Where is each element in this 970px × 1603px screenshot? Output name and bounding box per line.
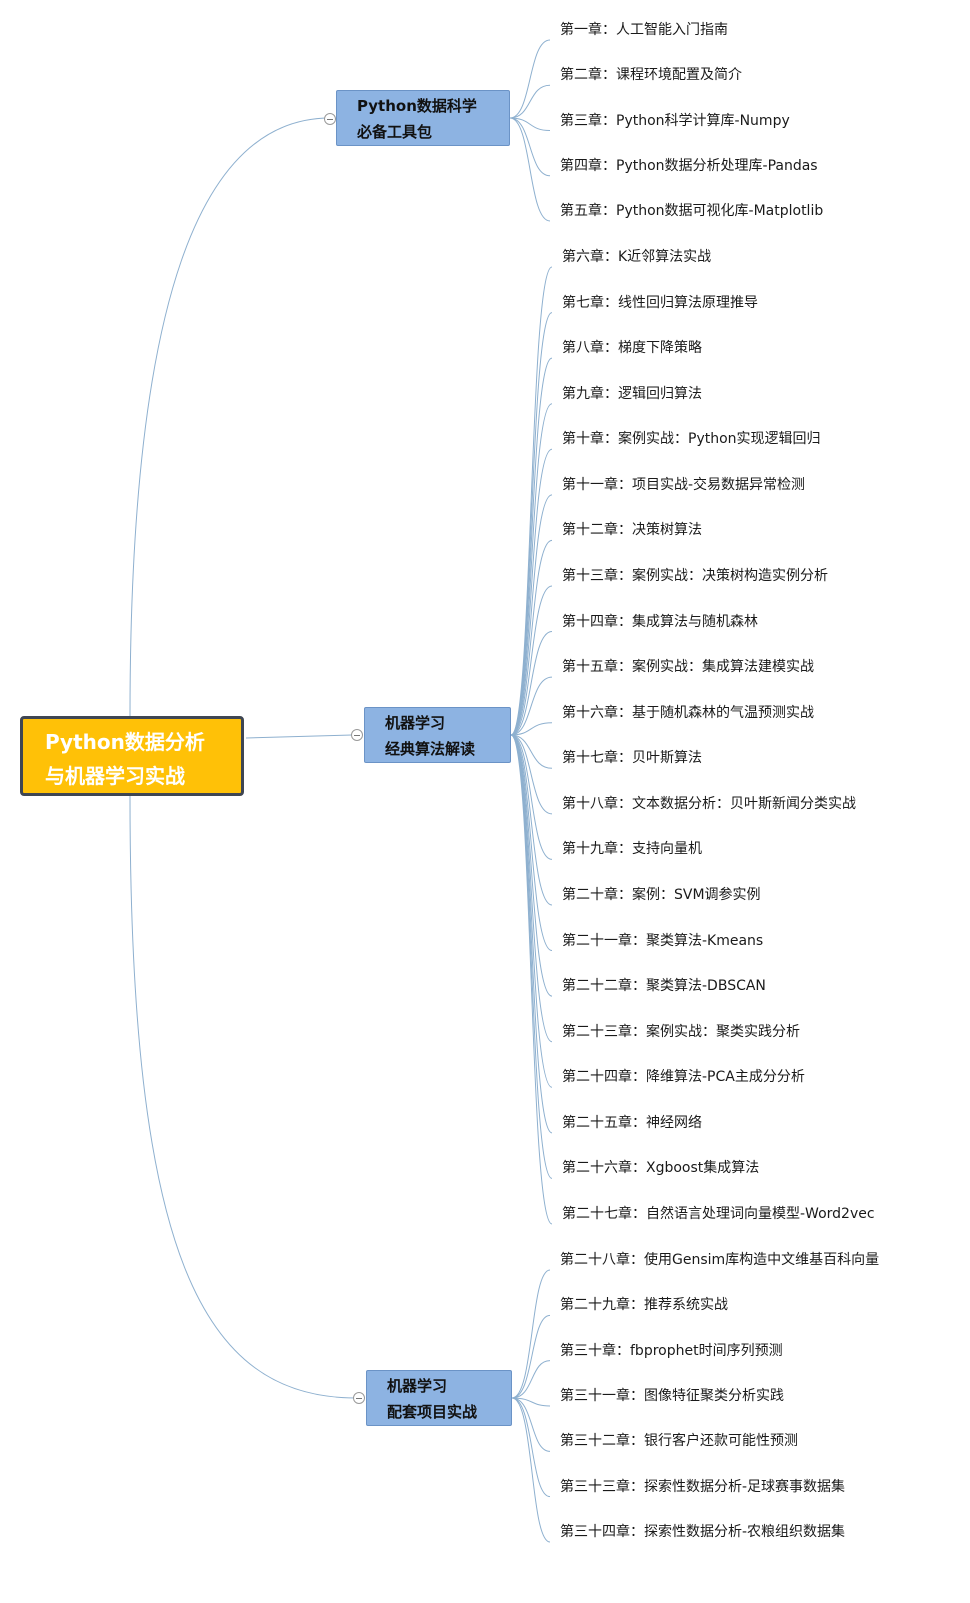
connector-line [129, 117, 331, 717]
chapter-item[interactable]: 第十二章：决策树算法 [562, 522, 702, 539]
branch-python-toolkit[interactable]: Python数据科学 必备工具包 [336, 90, 510, 146]
collapse-icon[interactable] [324, 113, 336, 125]
connector-line [245, 734, 353, 739]
chapter-item[interactable]: 第三十三章：探索性数据分析-足球赛事数据集 [560, 1478, 846, 1495]
connector-line [510, 734, 553, 906]
chapter-item[interactable]: 第二十八章：使用Gensim库构造中文维基百科向量 [560, 1252, 880, 1268]
connector-line [509, 39, 551, 119]
chapter-item[interactable]: 第二十五章：神经网络 [562, 1114, 702, 1131]
chapter-item[interactable]: 第七章：线性回归算法原理推导 [562, 294, 758, 311]
connector-line [510, 585, 553, 736]
chapter-item[interactable]: 第二十九章：推荐系统实战 [560, 1297, 728, 1314]
chapter-item[interactable]: 第三十四章：探索性数据分析-农粮组织数据集 [560, 1523, 846, 1540]
chapter-item[interactable]: 第四章：Python数据分析处理库-Pandas [560, 157, 818, 174]
connector-line [510, 722, 553, 736]
connector-line [129, 795, 357, 1399]
branch-ml-algorithms[interactable]: 机器学习 经典算法解读 [364, 707, 511, 763]
chapter-item[interactable]: 第二章：课程环境配置及简介 [560, 67, 742, 84]
connector-line [510, 494, 553, 736]
branch-python-toolkit-line-2: 必备工具包 [357, 123, 433, 141]
branch-ml-algorithms-line-2: 经典算法解读 [385, 740, 476, 758]
chapter-item[interactable]: 第十九章：支持向量机 [562, 841, 702, 858]
chapter-item[interactable]: 第十章：案例实战：Python实现逻辑回归 [562, 431, 821, 448]
connector-line [510, 357, 553, 736]
root-topic[interactable]: Python数据分析 与机器学习实战 [20, 716, 244, 796]
connector-line [510, 539, 553, 736]
connector-line [511, 1360, 551, 1399]
chapter-item[interactable]: 第六章：K近邻算法实战 [562, 249, 712, 265]
connector-line [510, 734, 553, 1088]
connector-line [510, 734, 553, 815]
connector-line [510, 312, 553, 736]
chapter-item[interactable]: 第三十一章：图像特征聚类分析实践 [560, 1387, 784, 1404]
chapter-item[interactable]: 第八章：梯度下降策略 [562, 340, 702, 357]
collapse-icon[interactable] [353, 1392, 365, 1404]
chapter-item[interactable]: 第二十二章：聚类算法-DBSCAN [562, 978, 766, 995]
branch-python-toolkit-line-1: Python数据科学 [357, 97, 477, 115]
connector-line [511, 1397, 551, 1498]
connector-line [511, 1397, 551, 1452]
chapter-item[interactable]: 第十八章：文本数据分析：贝叶斯新闻分类实战 [562, 795, 856, 812]
connector-line [511, 1269, 551, 1399]
connector-line [509, 117, 551, 177]
chapter-item[interactable]: 第十七章：贝叶斯算法 [562, 750, 702, 767]
connector-line [509, 117, 551, 222]
chapter-item[interactable]: 第二十章：案例：SVM调参实例 [562, 886, 761, 903]
branch-ml-projects-line-2: 配套项目实战 [387, 1403, 478, 1421]
connector-line [510, 403, 553, 736]
connector-line [511, 1397, 551, 1543]
collapse-icon[interactable] [351, 729, 363, 741]
chapter-item[interactable]: 第三章：Python科学计算库-Numpy [560, 112, 790, 129]
chapter-item[interactable]: 第二十六章：Xgboost集成算法 [562, 1160, 760, 1177]
chapter-item[interactable]: 第三十章：fbprophet时间序列预测 [560, 1342, 783, 1359]
connector-line [510, 734, 553, 952]
connector-line [510, 734, 553, 1225]
root-topic-line-2: 与机器学习实战 [45, 764, 185, 788]
chapter-item[interactable]: 第二十一章：聚类算法-Kmeans [562, 932, 764, 949]
connector-line [509, 84, 551, 119]
connector-line [510, 734, 553, 860]
chapter-item[interactable]: 第二十四章：降维算法-PCA主成分分析 [562, 1069, 805, 1086]
connector-line [511, 1314, 551, 1399]
connector-line [510, 734, 553, 1134]
chapter-item[interactable]: 第十六章：基于随机森林的气温预测实战 [562, 704, 814, 721]
connector-line [510, 631, 553, 736]
chapter-item[interactable]: 第九章：逻辑回归算法 [562, 385, 702, 402]
root-topic-line-1: Python数据分析 [45, 730, 205, 754]
chapter-item[interactable]: 第十一章：项目实战-交易数据异常检测 [562, 476, 806, 493]
connector-line [510, 734, 553, 769]
branch-ml-projects-line-1: 机器学习 [387, 1377, 448, 1395]
chapter-item[interactable]: 第一章：人工智能入门指南 [560, 22, 728, 38]
connector-line [509, 117, 551, 131]
chapter-item[interactable]: 第二十三章：案例实战：聚类实践分析 [562, 1023, 800, 1040]
chapter-item[interactable]: 第五章：Python数据可视化库-Matplotlib [560, 203, 824, 219]
branch-ml-algorithms-line-1: 机器学习 [385, 714, 446, 732]
branch-ml-projects[interactable]: 机器学习 配套项目实战 [366, 1370, 512, 1426]
chapter-item[interactable]: 第十五章：案例实战：集成算法建模实战 [562, 659, 814, 676]
chapter-item[interactable]: 第十四章：集成算法与随机森林 [562, 613, 758, 630]
connector-line [510, 676, 553, 736]
chapter-item[interactable]: 第三十二章：银行客户还款可能性预测 [560, 1433, 798, 1450]
chapter-item[interactable]: 第十三章：案例实战：决策树构造实例分析 [562, 567, 828, 584]
connector-line [510, 448, 553, 736]
connector-line [511, 1397, 551, 1407]
chapter-item[interactable]: 第二十七章：自然语言处理词向量模型-Word2vec [562, 1205, 875, 1222]
